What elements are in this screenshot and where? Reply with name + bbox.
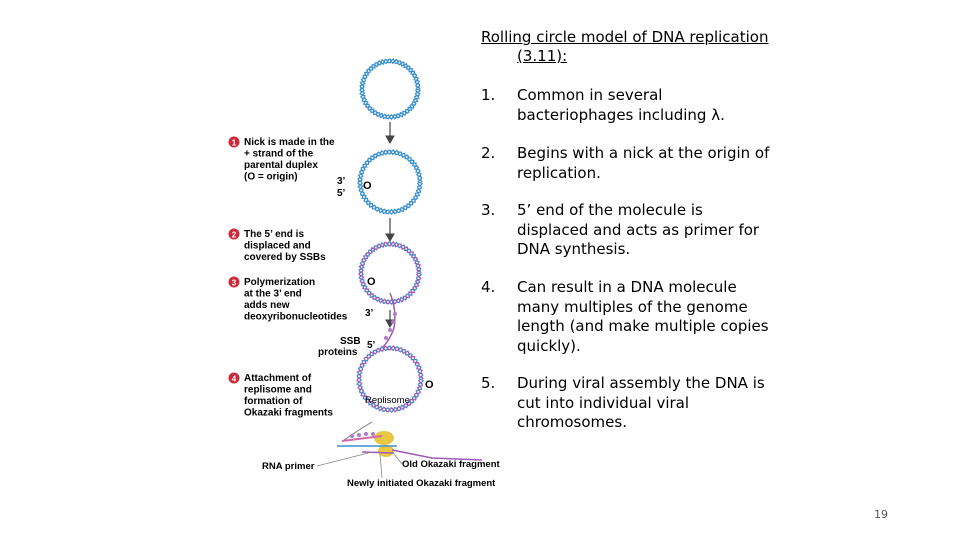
item-line: many multiples of the genome bbox=[517, 297, 748, 316]
item-line: Common in several bbox=[517, 86, 663, 104]
slide-title: Rolling circle model of DNA replication … bbox=[481, 28, 811, 66]
item-line: chromosomes. bbox=[517, 413, 627, 431]
dna-strand bbox=[356, 345, 424, 413]
step-text-line: Okazaki fragments bbox=[244, 408, 333, 419]
step-text-line: Polymerization bbox=[244, 277, 315, 288]
title-line2: (3.11): bbox=[517, 47, 568, 65]
three-prime-label-2: 3’ bbox=[365, 308, 374, 319]
step-badge-number: 3 bbox=[232, 279, 237, 288]
step-text-line: + strand of the bbox=[244, 149, 314, 160]
item-line: cut into individual viral bbox=[517, 393, 690, 412]
step-text-line: Attachment of bbox=[244, 373, 312, 384]
step-text-line: formation of bbox=[244, 396, 303, 407]
step-text-line: at the 3’ end bbox=[244, 289, 302, 300]
item-text: Common in several bacteriophages includi… bbox=[517, 86, 807, 125]
step-text-line: Nick is made in the bbox=[244, 137, 335, 148]
step-badge bbox=[228, 372, 240, 384]
step-text-line: replisome and bbox=[244, 385, 312, 396]
rna-primer-label: RNA primer bbox=[262, 461, 315, 472]
item-number: 4. bbox=[481, 278, 496, 296]
step-text-line: adds new bbox=[244, 300, 290, 311]
item-number: 1. bbox=[481, 86, 496, 104]
dna-strand bbox=[359, 58, 421, 120]
item-text: During viral assembly the DNA is cut int… bbox=[517, 374, 807, 433]
step-text-line: deoxyribonucleotides bbox=[244, 312, 348, 323]
origin-label-1: O bbox=[363, 180, 372, 192]
dna-strand bbox=[358, 241, 422, 305]
new-okazaki-label: Newly initiated Okazaki fragment bbox=[347, 478, 496, 489]
rolling-circle-figure: 1 Nick is made in the+ strand of theparen… bbox=[228, 58, 501, 489]
step-badge-number: 2 bbox=[232, 231, 237, 240]
page-number: 19 bbox=[874, 508, 888, 521]
step-labels: 1 Nick is made in the+ strand of theparen… bbox=[228, 136, 348, 419]
item-number: 2. bbox=[481, 144, 496, 162]
five-prime-label-1: 5’ bbox=[337, 188, 346, 199]
step-badge-number: 1 bbox=[232, 139, 237, 148]
item-line: DNA synthesis. bbox=[517, 240, 631, 258]
item-line: bacteriophages including λ. bbox=[517, 105, 725, 124]
step-text-line: displaced and bbox=[244, 241, 311, 252]
item-number: 3. bbox=[481, 201, 496, 219]
ssb-label-line1: SSB bbox=[340, 336, 361, 347]
item-text: 5’ end of the molecule is displaced and … bbox=[517, 201, 807, 260]
item-line: Begins with a nick at the origin of bbox=[517, 144, 770, 162]
ssb-tail-4 bbox=[350, 432, 375, 438]
step-text-line: parental duplex bbox=[244, 160, 318, 171]
three-prime-label-1: 3’ bbox=[337, 176, 346, 187]
step-text-line: (O = origin) bbox=[244, 172, 298, 183]
step-badge bbox=[228, 228, 240, 240]
item-number: 5. bbox=[481, 374, 496, 392]
five-prime-label-2: 5’ bbox=[367, 340, 376, 351]
item-line: During viral assembly the DNA is bbox=[517, 374, 765, 392]
step-badge-number: 4 bbox=[232, 375, 237, 384]
replisome-label: Replisome bbox=[365, 395, 410, 406]
item-text: Begins with a nick at the origin of repl… bbox=[517, 144, 807, 183]
dna-circles bbox=[356, 58, 425, 414]
step-badge bbox=[228, 276, 240, 288]
origin-label-3: O bbox=[425, 379, 434, 391]
item-line: 5’ end of the molecule is bbox=[517, 201, 703, 219]
ssb-label-line2: proteins bbox=[318, 347, 358, 358]
dna-strand bbox=[357, 149, 423, 215]
step-text-line: covered by SSBs bbox=[244, 252, 326, 263]
title-line1: Rolling circle model of DNA replication bbox=[481, 28, 769, 46]
step-text-line: The 5’ end is bbox=[244, 229, 304, 240]
ssb-tail-3 bbox=[381, 292, 397, 349]
item-line: Can result in a DNA molecule bbox=[517, 278, 737, 296]
item-line: displaced and acts as primer for bbox=[517, 220, 760, 239]
replisome-complex bbox=[316, 421, 483, 479]
item-line: length (and make multiple copies bbox=[517, 317, 769, 335]
step-badge bbox=[228, 136, 240, 148]
item-line: quickly). bbox=[517, 336, 581, 355]
origin-label-2: O bbox=[367, 276, 376, 288]
old-okazaki-label: Old Okazaki fragment bbox=[402, 459, 501, 470]
item-text: Can result in a DNA molecule many multip… bbox=[517, 278, 807, 356]
item-line: replication. bbox=[517, 163, 601, 182]
